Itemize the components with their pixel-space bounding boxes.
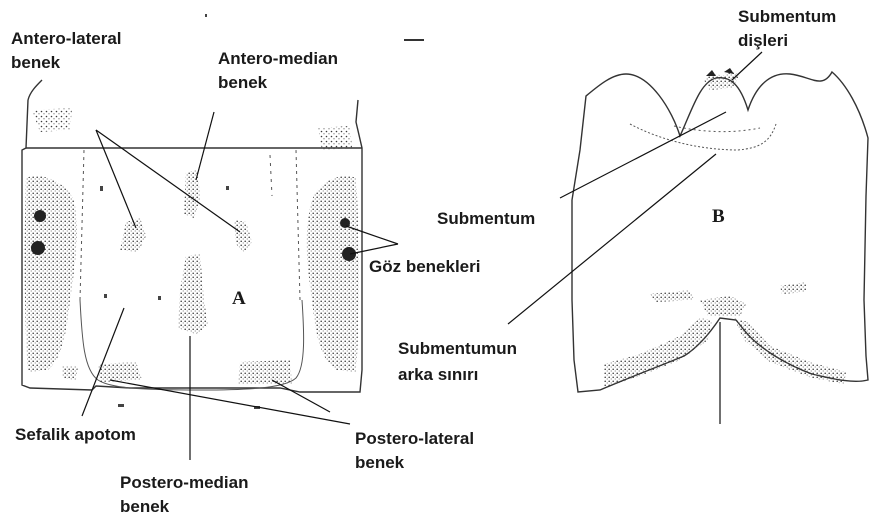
eye-spot-left-1 — [34, 210, 46, 222]
label-arka-siniri-line1: Submentumun — [398, 339, 517, 358]
label-antero-median-line1: Antero-median — [218, 49, 338, 68]
label-submentum: Submentum — [437, 209, 535, 228]
label-arka-siniri-line2: arka sınırı — [398, 365, 478, 384]
eye-spot-right-2 — [342, 247, 356, 261]
corner-spot-right — [318, 126, 352, 150]
postero-median-spot — [178, 254, 208, 334]
panel-letter-a: A — [232, 288, 246, 309]
lateral-field-left — [25, 176, 77, 372]
label-antero-median-line2: benek — [218, 73, 268, 92]
lateral-field-right — [307, 176, 359, 372]
label-sefalik-apotom: Sefalik apotom — [15, 425, 136, 444]
eye-spot-left-2 — [31, 241, 45, 255]
lower-field-right — [734, 318, 846, 384]
label-antero-lateral-line1: Antero-lateral — [11, 29, 122, 48]
label-submentum-disleri-line1: Submentum — [738, 7, 836, 26]
label-goz-benekleri: Göz benekleri — [369, 257, 480, 276]
label-antero-lateral-line2: benek — [11, 53, 61, 72]
antero-lateral-spot-left — [120, 218, 146, 252]
label-postero-lateral-line1: Postero-lateral — [355, 429, 474, 448]
label-postero-lateral-line2: benek — [355, 453, 405, 472]
postero-lateral-spot-left — [98, 362, 142, 382]
label-submentum-disleri-line2: dişleri — [738, 31, 788, 50]
label-postero-median-line2: benek — [120, 497, 170, 516]
label-postero-median-line1: Postero-median — [120, 473, 248, 492]
corner-spot-left — [32, 108, 72, 132]
postero-lateral-spot-right — [238, 360, 292, 384]
antero-lateral-spot-right — [234, 220, 252, 252]
lower-field-left — [604, 318, 712, 388]
panel-letter-b: B — [712, 206, 725, 227]
submentum-posterior-border — [630, 124, 776, 150]
